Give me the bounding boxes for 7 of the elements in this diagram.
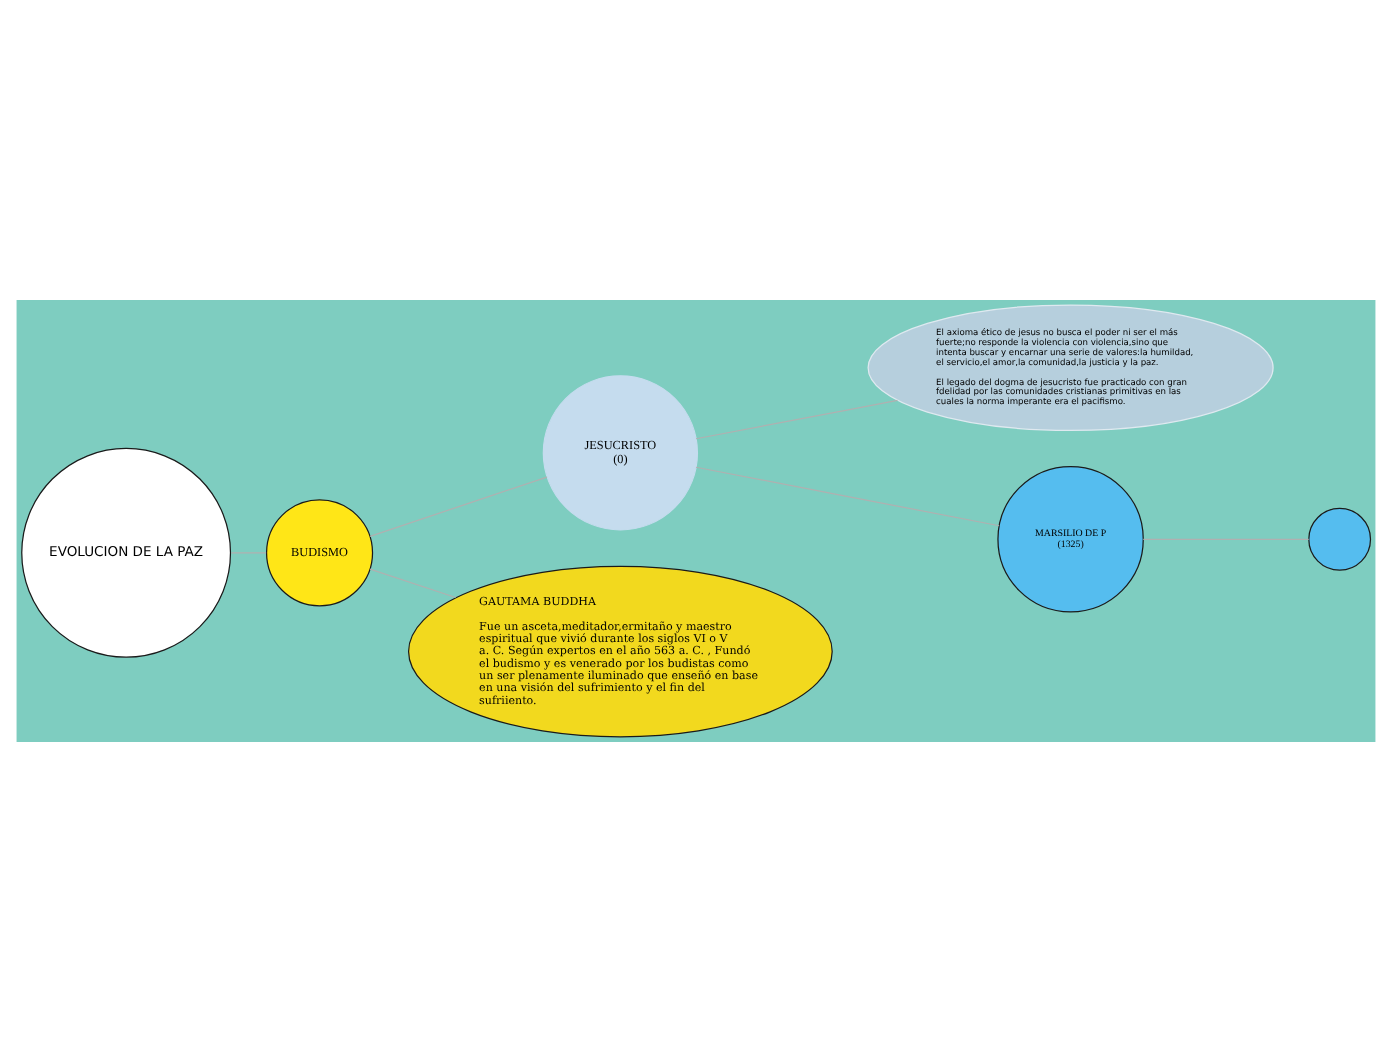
connector xyxy=(230,551,267,553)
connector xyxy=(695,465,1000,526)
node-circle xyxy=(1308,506,1372,570)
connector xyxy=(1142,537,1310,539)
connector xyxy=(695,398,899,439)
connector xyxy=(369,475,548,536)
connector xyxy=(369,567,457,598)
